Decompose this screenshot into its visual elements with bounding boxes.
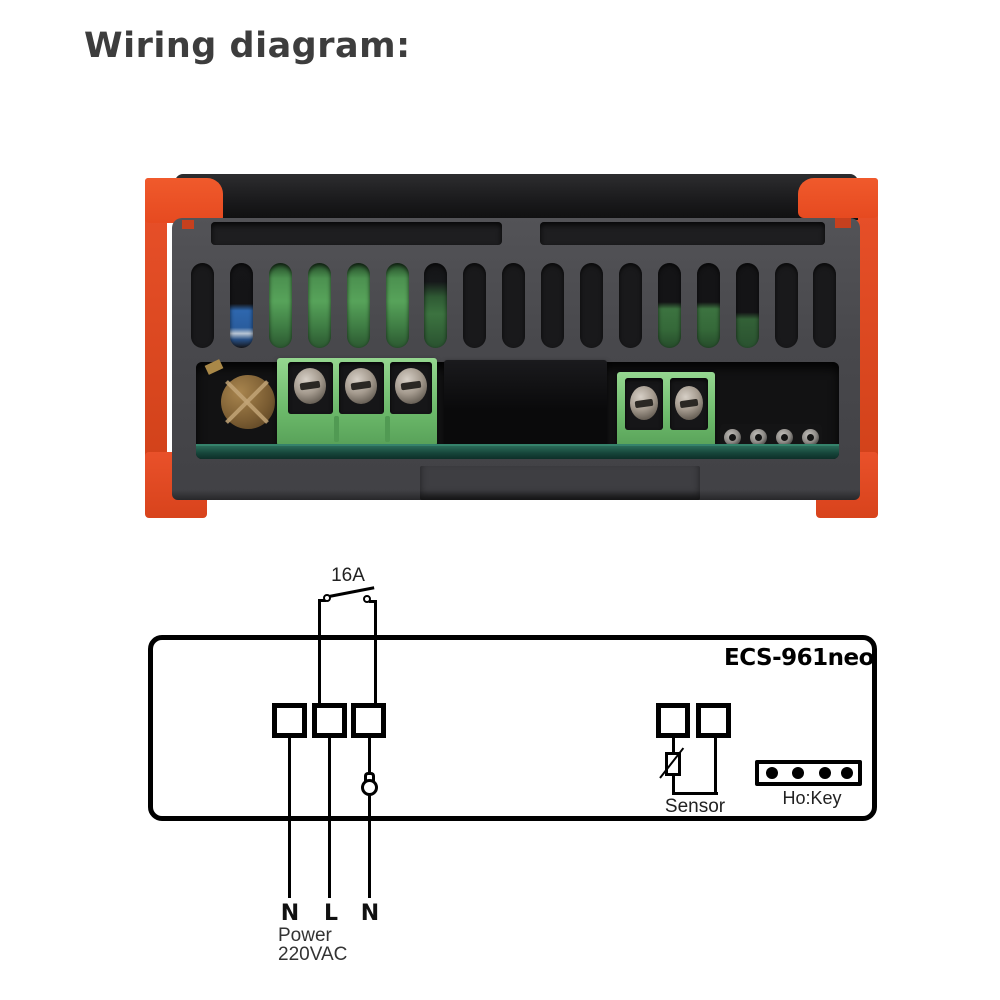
terminal-screw — [395, 368, 427, 404]
clip-slot-right — [835, 218, 851, 228]
terminal-bay — [196, 358, 839, 459]
base-recess — [420, 466, 700, 500]
wire — [318, 599, 326, 602]
terminal-screw — [675, 386, 703, 420]
vent-slot — [580, 263, 603, 348]
terminal-divider — [334, 416, 339, 442]
wire — [328, 736, 331, 898]
terminal-screw — [630, 386, 658, 420]
terminal-box-n2 — [351, 703, 386, 738]
power-label-line1: Power — [278, 925, 332, 946]
terminal-clamp — [670, 378, 708, 430]
terminal-block-power — [277, 358, 437, 446]
vent-slot — [658, 263, 681, 348]
header-pin — [750, 429, 767, 446]
terminal-box-n1 — [272, 703, 307, 738]
connector-pin-dot — [841, 767, 853, 779]
coil-winding-glint — [204, 359, 224, 375]
terminal-clamp — [390, 362, 432, 414]
vent-slot — [541, 263, 564, 348]
panel-bottom-shade — [172, 490, 860, 500]
terminal-clamp — [339, 362, 384, 414]
terminal-screw — [294, 368, 326, 404]
wire-label-n1: N — [280, 901, 300, 926]
vent-slot — [463, 263, 486, 348]
terminal-box-sensor-a — [656, 703, 690, 738]
connector-pin-dot — [792, 767, 804, 779]
wire — [368, 736, 371, 774]
wire-label-n2: N — [360, 901, 380, 926]
mounting-bracket-right — [856, 178, 878, 500]
panel-recess-left — [211, 222, 502, 245]
panel-recess-right — [540, 222, 825, 245]
wire-label-l: L — [323, 901, 339, 926]
connector-pin-dot — [766, 767, 778, 779]
relay-rating-label: 16A — [331, 565, 365, 586]
wire — [368, 794, 371, 898]
vent-slot — [813, 263, 836, 348]
header-pin — [802, 429, 819, 446]
mounting-bracket-left — [145, 178, 167, 500]
relay-box — [444, 360, 607, 450]
power-label-line2: 220VAC — [278, 944, 348, 965]
device-top-face — [175, 174, 858, 220]
vent-slot-capacitor — [230, 263, 253, 348]
wire — [714, 736, 717, 795]
terminal-clamp — [288, 362, 333, 414]
vent-slot — [775, 263, 798, 348]
vent-slot — [308, 263, 331, 348]
bracket-tab-left — [145, 178, 223, 223]
vent-slot — [697, 263, 720, 348]
vent-slot — [269, 263, 292, 348]
wire — [318, 599, 321, 705]
controller-outline — [148, 635, 877, 821]
terminal-screw — [345, 368, 377, 404]
terminal-box-l — [312, 703, 347, 738]
clip-slot-left — [182, 220, 194, 229]
wire — [288, 736, 291, 898]
wire — [672, 792, 718, 795]
switch-contact — [363, 595, 371, 603]
device-rear-panel — [172, 218, 860, 500]
wire — [369, 600, 377, 603]
pcb-edge — [196, 444, 839, 459]
vent-slot — [736, 263, 759, 348]
wire — [374, 600, 377, 705]
terminal-divider — [385, 416, 390, 442]
vent-slot — [502, 263, 525, 348]
header-pin — [776, 429, 793, 446]
thermistor-symbol — [665, 752, 681, 776]
vent-slot — [386, 263, 409, 348]
terminal-box-sensor-b — [696, 703, 731, 738]
bracket-tab-right — [798, 178, 878, 218]
vent-slot — [347, 263, 370, 348]
device-photo — [145, 170, 878, 520]
vent-slot — [191, 263, 214, 348]
header-pin — [724, 429, 741, 446]
sensor-label: Sensor — [664, 796, 726, 817]
lamp-symbol-cap — [364, 772, 375, 782]
vent-slot — [424, 263, 447, 348]
hokey-label: Ho:Key — [782, 788, 842, 808]
switch-contact — [323, 594, 331, 602]
vent-slot — [619, 263, 642, 348]
hokey-connector — [755, 760, 862, 786]
terminal-block-sensor — [617, 372, 715, 448]
transformer-coil — [221, 375, 275, 429]
page-title: Wiring diagram: — [84, 26, 411, 66]
wire — [672, 736, 675, 754]
model-label: ECS-961neo — [724, 645, 874, 671]
connector-pin-dot — [819, 767, 831, 779]
terminal-clamp — [625, 378, 663, 430]
wire — [672, 775, 675, 795]
